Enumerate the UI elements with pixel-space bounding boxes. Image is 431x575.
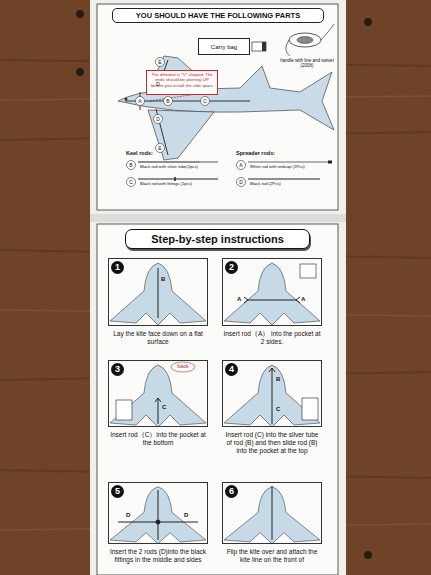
part-label: B <box>127 161 136 169</box>
step-frame: 3 <box>108 360 208 427</box>
part-label: A <box>301 296 309 303</box>
step-frame: 1 <box>108 258 208 326</box>
part-label: B <box>164 97 173 105</box>
step-panel: 3Insert rod（C）into the pocket at the bot… <box>108 360 208 447</box>
step-number: 1 <box>111 261 124 274</box>
part-label: Black rod with fittings (1pcs) <box>140 182 224 187</box>
step-frame: 4 <box>222 360 322 427</box>
part-label: A <box>136 97 145 105</box>
step-caption: Insert rod（C）into the pocket at the bott… <box>108 431 208 447</box>
part-label: E <box>156 144 165 152</box>
box-text: Step-by-step instructions <box>151 233 284 245</box>
part-label: Spreader rods: <box>236 150 306 156</box>
box-text: Carry bag <box>211 44 237 50</box>
part-label: D <box>237 178 246 186</box>
part-label: A <box>237 161 246 169</box>
parts-heading: YOU SHOULD HAVE THE FOLLOWING PARTS <box>112 8 324 23</box>
part-label: B <box>161 276 171 283</box>
part-label: E <box>156 58 165 66</box>
part-box: Carry bag <box>198 38 250 55</box>
part-label: back <box>171 363 195 369</box>
step-caption: Lay the kite face down on a flat surface <box>108 330 208 346</box>
step-caption: Insert rod (C) into the silver tube of r… <box>222 431 322 454</box>
section-heading: Step-by-step instructions <box>125 229 310 249</box>
step-frame: 6 <box>222 482 322 544</box>
step-number: 5 <box>111 485 124 498</box>
step-panel: 4Insert rod (C) into the silver tube of … <box>222 360 322 454</box>
part-label: handle with line and swivel (200ft) <box>278 58 336 68</box>
step-caption: Insert the 2 rods (D)into the black fitt… <box>108 548 208 564</box>
part-label: B <box>276 376 286 383</box>
step-number: 2 <box>225 261 238 274</box>
part-label: C <box>276 406 286 413</box>
part-label: D <box>154 80 163 88</box>
part-label: Black rod (2Pcs) <box>250 182 334 187</box>
part-label: Keel rods: <box>126 150 186 156</box>
step-caption: Flip the kite over and attach the kite l… <box>222 548 322 564</box>
step-number: 6 <box>225 485 238 498</box>
step-number: 4 <box>225 363 238 376</box>
part-label: White rod with endcap (1Pcs) <box>250 165 334 170</box>
step-panel: 6Flip the kite over and attach the kite … <box>222 482 322 564</box>
step-frame: 5 <box>108 482 208 544</box>
part-label: C <box>201 97 210 105</box>
part-label: C <box>127 178 136 186</box>
part-label: Black rod with silver tube(1pcs) <box>140 165 224 170</box>
step-number: 3 <box>111 363 124 376</box>
step-panel: 5Insert the 2 rods (D)into the black fit… <box>108 482 208 564</box>
step-panel: 1Lay the kite face down on a flat surfac… <box>108 258 208 346</box>
part-label: D <box>154 115 163 123</box>
part-label: D <box>184 512 194 519</box>
step-caption: Insert rod（A） into the pocket at 2 sides… <box>222 330 322 346</box>
part-label: C <box>162 404 172 411</box>
box-text: YOU SHOULD HAVE THE FOLLOWING PARTS <box>136 11 300 20</box>
step-frame: 2 <box>222 258 322 326</box>
part-label: A <box>237 296 245 303</box>
part-label: D <box>126 512 136 519</box>
